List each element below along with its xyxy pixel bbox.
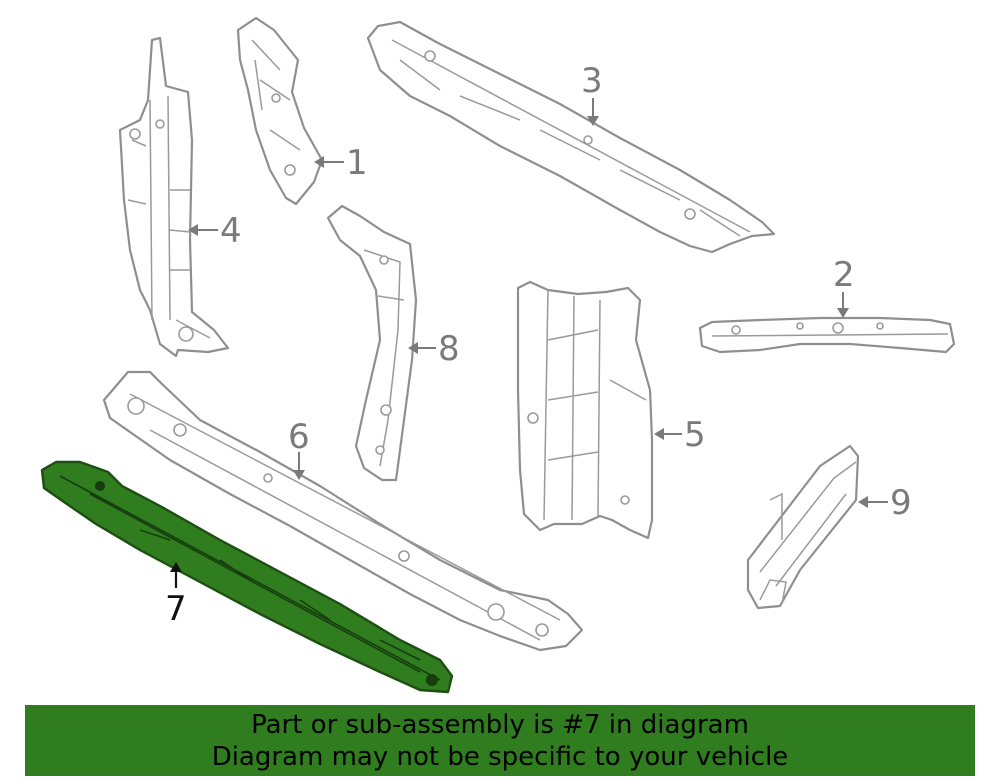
callout-8-label: 8	[438, 329, 460, 369]
callout-9-label: 9	[890, 483, 912, 523]
part-2-bar	[698, 316, 956, 354]
callout-6-label: 6	[288, 417, 310, 457]
part-5-side-panel	[516, 280, 654, 540]
banner-line-2: Diagram may not be specific to your vehi…	[211, 742, 789, 772]
part-7-highlighted	[40, 460, 454, 694]
part-8-brace	[326, 204, 418, 482]
callout-4: 4	[188, 211, 242, 251]
callout-3-label: 3	[581, 61, 603, 101]
part-1-bracket	[236, 16, 324, 206]
callout-7: 7	[165, 562, 187, 629]
callout-5: 5	[654, 415, 706, 455]
parts-diagram: 1 4 3 8	[40, 16, 956, 694]
callout-5-label: 5	[684, 415, 706, 455]
callout-2: 2	[833, 255, 855, 318]
info-banner: Part or sub-assembly is #7 in diagram Di…	[25, 705, 975, 776]
part-6-lower-support	[102, 370, 584, 652]
banner-line-1: Part or sub-assembly is #7 in diagram	[251, 710, 749, 740]
callout-6: 6	[288, 417, 310, 480]
part-4-side-support	[118, 36, 230, 358]
part-3-upper-support	[366, 20, 776, 254]
callout-7-label: 7	[165, 589, 187, 629]
callout-4-label: 4	[220, 211, 242, 251]
callout-1: 1	[314, 143, 368, 183]
callout-1-label: 1	[346, 143, 368, 183]
callout-2-label: 2	[833, 255, 855, 295]
part-9-channel	[746, 444, 860, 610]
callout-3: 3	[581, 61, 603, 126]
callout-9: 9	[858, 483, 912, 523]
callout-8: 8	[408, 329, 460, 369]
